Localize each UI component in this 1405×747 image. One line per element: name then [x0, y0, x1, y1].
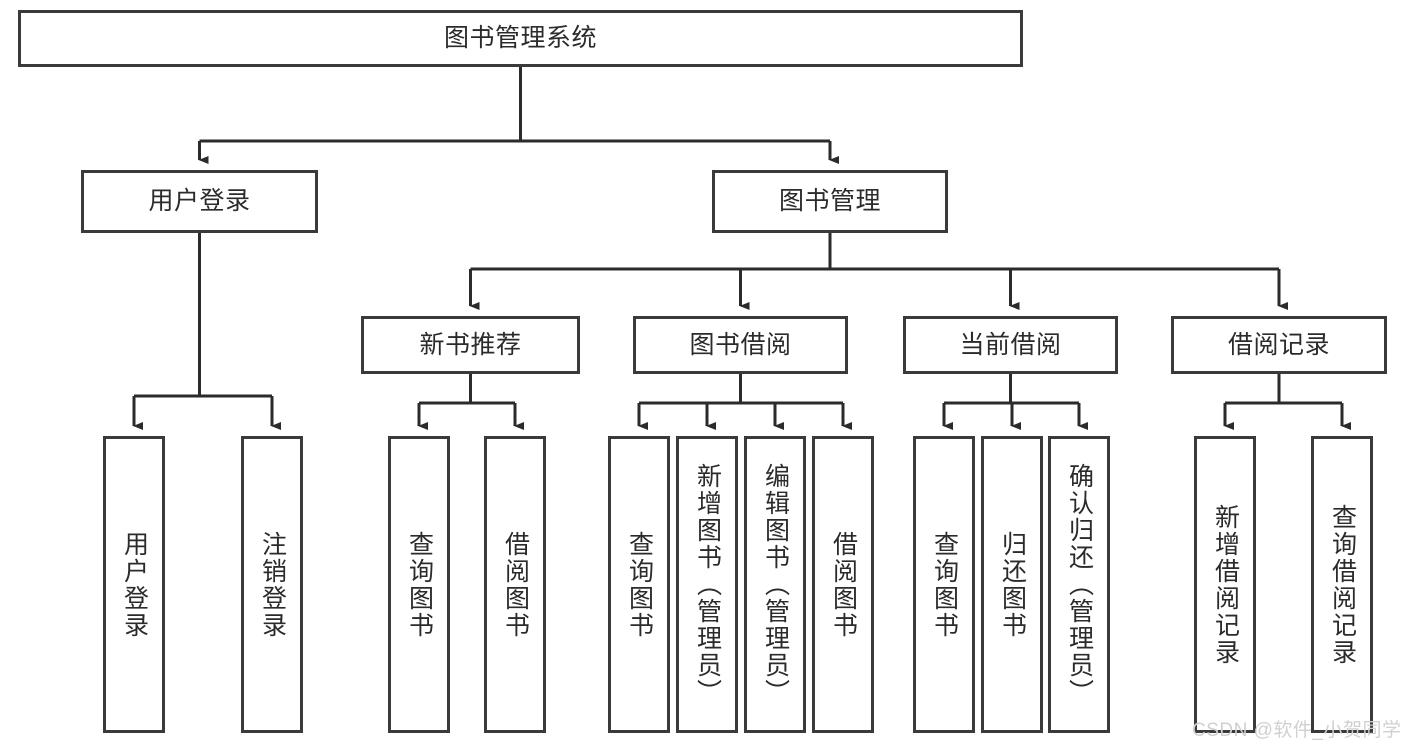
node-book-manage[interactable]: 图书管理 [712, 170, 948, 233]
node-label: 用户登录 [120, 530, 149, 639]
node-new-book-rec[interactable]: 新书推荐 [361, 316, 580, 374]
node-current-borrow[interactable]: 当前借阅 [903, 316, 1118, 374]
node-label: 新书推荐 [419, 330, 522, 359]
node-label: 新增借阅记录 [1211, 503, 1240, 666]
node-leaf-add-book[interactable]: 新增图书（管理员） [676, 436, 738, 733]
node-leaf-borrow-book-1[interactable]: 借阅图书 [484, 436, 546, 733]
node-label: 确认归还（管理员） [1065, 463, 1094, 706]
node-label: 图书管理系统 [443, 24, 597, 52]
node-label: 图书借阅 [689, 330, 792, 359]
node-label: 借阅记录 [1227, 330, 1330, 359]
node-label: 归还图书 [998, 530, 1027, 639]
node-leaf-add-record[interactable]: 新增借阅记录 [1194, 436, 1256, 733]
node-label: 新增图书（管理员） [693, 463, 722, 706]
node-leaf-query-book-1[interactable]: 查询图书 [388, 436, 450, 733]
node-label: 查询图书 [625, 530, 654, 639]
node-book-borrow[interactable]: 图书借阅 [633, 316, 848, 374]
node-label: 查询图书 [930, 530, 959, 639]
node-borrow-record[interactable]: 借阅记录 [1171, 316, 1387, 374]
node-leaf-query-book-2[interactable]: 查询图书 [608, 436, 670, 733]
node-leaf-edit-book[interactable]: 编辑图书（管理员） [744, 436, 806, 733]
node-label: 当前借阅 [959, 330, 1062, 359]
node-leaf-query-book-3[interactable]: 查询图书 [913, 436, 975, 733]
node-label: 查询借阅记录 [1328, 503, 1357, 666]
node-leaf-logout[interactable]: 注销登录 [241, 436, 303, 733]
node-leaf-query-record[interactable]: 查询借阅记录 [1311, 436, 1373, 733]
node-label: 编辑图书（管理员） [761, 463, 790, 706]
node-label: 借阅图书 [829, 530, 858, 639]
node-label: 图书管理 [778, 187, 881, 215]
node-label: 借阅图书 [501, 530, 530, 639]
node-user-login[interactable]: 用户登录 [81, 170, 318, 233]
csdn-watermark: CSDN @软件_小贺同学 [1192, 720, 1402, 741]
node-leaf-borrow-book-2[interactable]: 借阅图书 [812, 436, 874, 733]
node-leaf-user-login[interactable]: 用户登录 [103, 436, 165, 733]
node-label: 用户登录 [148, 187, 251, 215]
node-root[interactable]: 图书管理系统 [18, 10, 1023, 67]
node-leaf-confirm-return[interactable]: 确认归还（管理员） [1048, 436, 1110, 733]
node-leaf-return-book[interactable]: 归还图书 [981, 436, 1043, 733]
node-label: 查询图书 [405, 530, 434, 639]
node-label: 注销登录 [258, 530, 287, 639]
